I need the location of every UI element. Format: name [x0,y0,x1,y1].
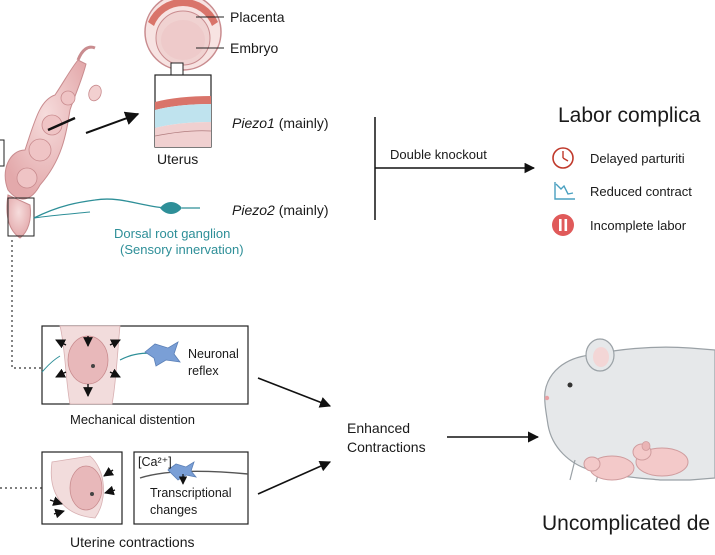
arrow-to-uterus [85,111,140,134]
transcriptional-label-line1: Transcriptional [150,486,232,500]
embryo-placenta-illustration [144,0,222,71]
neuronal-label-line2: reflex [188,364,219,378]
uterus-cross-section [154,74,212,148]
uterine-contractions-label: Uterine contractions [70,534,195,550]
mouse-illustration [544,338,715,483]
incomplete-labor-label: Incomplete labor [590,218,687,233]
enhanced-label-line1: Enhanced [347,420,410,436]
placenta-label: Placenta [230,9,285,25]
delayed-parturition-label: Delayed parturiti [590,151,685,166]
calcium-label: [Ca²⁺] [138,455,172,469]
uterine-contraction-panel-right [133,451,249,525]
uterus-label: Uterus [157,151,198,167]
uterine-contraction-panel-left [41,451,123,525]
piezo1-suffix: (mainly) [275,115,329,131]
transcriptional-label-line2: changes [150,503,197,517]
drg-label-line1: Dorsal root ganglion [114,226,230,241]
mechanical-distention-panel [41,325,249,405]
neuron-icon [144,341,181,367]
drg-label-line2: (Sensory innervation) [120,242,244,257]
uncomplicated-delivery-label: Uncomplicated de [542,512,710,535]
clock-icon [552,147,574,169]
dotted-connector-top [11,240,42,369]
arrow-uterine-to-enhanced [257,460,332,495]
double-knockout-label: Double knockout [390,147,487,162]
zoom-connector [170,62,184,76]
piezo1-gene: Piezo1 [232,115,275,131]
reduced-contractions-label: Reduced contract [590,184,692,199]
piezo2-label: Piezo2 (mainly) [232,202,328,218]
pause-icon [552,214,574,236]
declining-graph-icon [554,182,575,200]
neuronal-label-line1: Neuronal [188,347,239,361]
piezo1-label: Piezo1 (mainly) [232,115,328,131]
enhanced-label-line2: Contractions [347,439,426,455]
dorsal-root-ganglion-illustration [33,198,200,219]
labor-complications-title: Labor complica [558,104,701,127]
embryo-label: Embryo [230,40,278,56]
arrow-mechanical-to-enhanced [257,377,332,408]
mechanical-distention-label: Mechanical distention [70,412,195,427]
uterine-horn-illustration [0,45,102,239]
piezo2-gene: Piezo2 [232,202,275,218]
piezo2-suffix: (mainly) [275,202,329,218]
